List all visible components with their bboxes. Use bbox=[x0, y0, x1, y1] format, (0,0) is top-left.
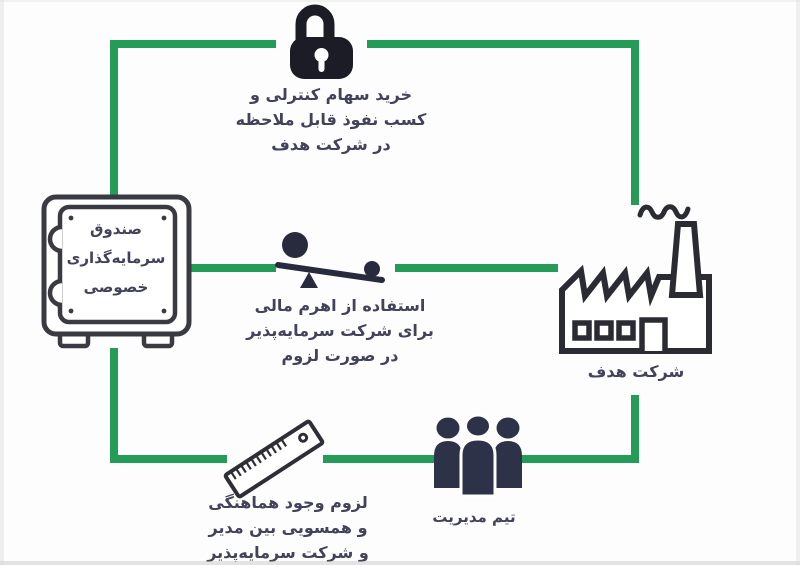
fund-line2: سرمایه‌گذاری bbox=[66, 249, 166, 267]
step-leverage-line2: برای شرکت سرمایه‌پذیر bbox=[246, 321, 434, 340]
edge-artifact-top bbox=[0, 0, 800, 2]
lever-icon bbox=[275, 232, 385, 288]
step-leverage-line3: در صورت لزوم bbox=[281, 346, 399, 365]
connector-right-upper bbox=[631, 40, 639, 205]
connector-middle-left bbox=[188, 264, 276, 272]
edge-artifact-bottom bbox=[0, 561, 800, 565]
connector-left-upper bbox=[110, 40, 118, 195]
connector-bottom-left bbox=[110, 455, 227, 463]
management-team-label: تیم مدیریت bbox=[432, 508, 516, 526]
keyhole bbox=[314, 48, 329, 62]
step-leverage-text: استفاده از اهرم مالی برای شرکت سرمایه‌پذ… bbox=[230, 293, 450, 368]
step-acquire-line1: خرید سهام کنترلی و bbox=[250, 85, 412, 104]
edge-artifact-left bbox=[0, 0, 4, 565]
ruler-icon bbox=[223, 419, 325, 499]
target-company-label: شرکت هدف bbox=[587, 362, 685, 381]
padlock-icon bbox=[290, 4, 353, 79]
connector-top-left bbox=[110, 40, 276, 48]
factory-icon bbox=[559, 204, 712, 354]
connector-right-lower bbox=[631, 395, 639, 463]
connector-middle-right bbox=[395, 264, 558, 272]
step-leverage-line1: استفاده از اهرم مالی bbox=[254, 296, 426, 315]
connector-left-lower bbox=[110, 348, 118, 463]
edge-artifact-right bbox=[796, 0, 800, 565]
fund-line1: صندوق bbox=[89, 220, 143, 238]
step-alignment-text: لزوم وجود هماهنگی و همسویی بین مدیر و شر… bbox=[178, 490, 398, 565]
fund-line3: خصوصی bbox=[83, 278, 149, 296]
fund-node-text: صندوق سرمایه‌گذاری خصوصی bbox=[52, 215, 180, 302]
step-acquire-text: خرید سهام کنترلی و کسب نفوذ قابل ملاحظه … bbox=[221, 82, 441, 157]
step-alignment-line3: و شرکت سرمایه‌پذیر bbox=[207, 543, 369, 562]
safe-icon bbox=[41, 194, 192, 349]
step-acquire-line3: در شرکت هدف bbox=[271, 135, 391, 154]
step-alignment-line2: و همسویی بین مدیر bbox=[208, 518, 368, 537]
connector-top-right bbox=[367, 40, 639, 48]
step-alignment-line1: لزوم وجود هماهنگی bbox=[208, 493, 368, 512]
people-icon bbox=[434, 413, 522, 498]
step-acquire-line2: کسب نفوذ قابل ملاحظه bbox=[235, 110, 427, 129]
